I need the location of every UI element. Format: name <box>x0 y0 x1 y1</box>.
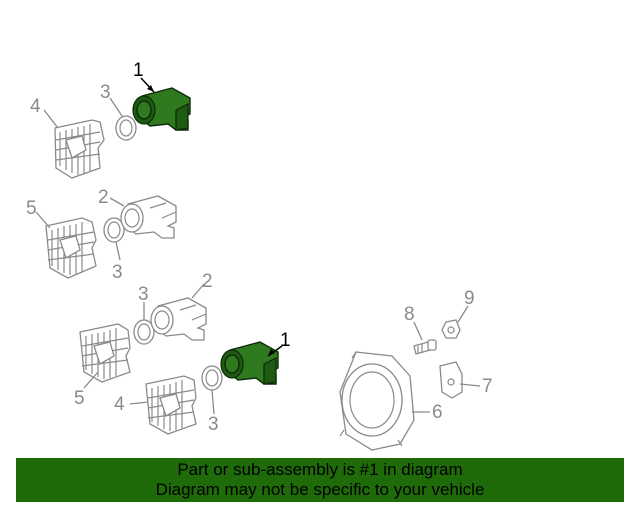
callout-3-bottom: 3 <box>208 414 219 435</box>
ring-3-bottom <box>201 365 223 391</box>
sensor-1-top[interactable] <box>132 87 191 131</box>
callout-2-lower: 2 <box>202 271 213 292</box>
callout-1-top: 1 <box>133 60 144 81</box>
sensor-1-lower[interactable] <box>220 341 279 385</box>
bracket-7 <box>439 361 463 399</box>
ring-3-middle <box>103 217 125 243</box>
bracket-4-top <box>54 119 105 179</box>
callout-1-lower: 1 <box>280 330 291 351</box>
sensor-2-lower <box>150 297 207 341</box>
radar-unit-6 <box>339 351 415 451</box>
callout-9: 9 <box>464 288 475 309</box>
ring-3-top <box>115 115 137 141</box>
sensor-2-middle <box>120 195 177 239</box>
callout-3-lower: 3 <box>138 284 149 305</box>
callout-4-lower: 4 <box>114 394 125 415</box>
bracket-5-middle <box>45 217 97 279</box>
notice-banner: Part or sub-assembly is #1 in diagram Di… <box>16 458 624 502</box>
callout-4-top: 4 <box>30 96 41 117</box>
banner-line-1: Part or sub-assembly is #1 in diagram <box>177 460 463 479</box>
callout-6: 6 <box>432 402 443 423</box>
callout-8: 8 <box>404 304 415 325</box>
bracket-4-lower <box>145 375 197 435</box>
callout-5-middle: 5 <box>26 198 37 219</box>
bolt-8 <box>413 339 437 355</box>
callout-7: 7 <box>482 376 493 397</box>
callout-3-middle: 3 <box>112 262 123 283</box>
banner-line-2: Diagram may not be specific to your vehi… <box>155 480 485 499</box>
callout-2-middle: 2 <box>98 187 109 208</box>
callout-3-top: 3 <box>100 82 111 103</box>
clip-9 <box>441 319 461 339</box>
bracket-5-lower <box>79 323 131 383</box>
callout-5-lower: 5 <box>74 388 85 409</box>
